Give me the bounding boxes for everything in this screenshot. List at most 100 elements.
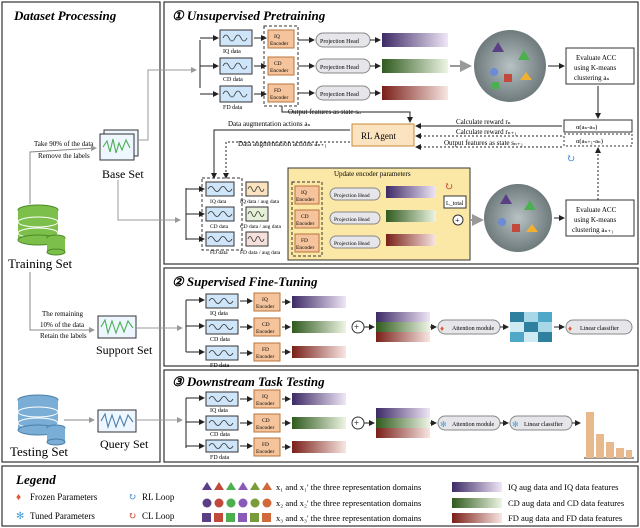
pt2-enc-iq-b: Encoder: [296, 197, 314, 203]
legend-iq-feat: IQ aug data and IQ data features: [508, 482, 618, 492]
legend-cl-loop: CL Loop: [142, 511, 175, 521]
legend-rl-loop: RL Loop: [142, 492, 175, 502]
ft-enc-cd-b: Encoder: [256, 329, 274, 335]
ft-iq-data: IQ data: [210, 311, 228, 317]
pt-state-next: Output features as state sₙ₊₁: [444, 139, 523, 147]
pt-alpha-2: α(aₙ₊₁-aₙ): [576, 138, 603, 145]
pt-aug-action-2: Data augmentation actions aₙ₊₁: [238, 140, 327, 148]
pt-proj-1: Projection Head: [320, 39, 359, 45]
testing-set-icon: [17, 394, 66, 446]
legend-frozen: Frozen Parameters: [30, 492, 98, 502]
pt-enc-fd-a: FD: [274, 88, 281, 94]
ft-linear: Linear classifier: [580, 325, 619, 332]
remaining-line2: 10% of the data: [40, 321, 85, 329]
query-set-icon: [97, 409, 137, 433]
ft-enc-fd-a: FD: [262, 347, 269, 353]
training-set-label: Training Set: [8, 256, 73, 271]
ft-enc-cd-a: CD: [262, 322, 270, 328]
loss-box: [443, 195, 467, 209]
pt2-proj-2: Projection Head: [334, 217, 370, 223]
base-set-icon: [99, 129, 139, 161]
rl-loop-icon: ↻: [566, 153, 575, 165]
pt2-iq-aug: IQ data / aug data: [240, 199, 280, 205]
test-enc-iq-a: IQ: [262, 394, 268, 400]
pt-alpha-box-2: [563, 133, 633, 147]
ft-attention-flame-icon: ♦: [440, 324, 444, 333]
pt-enc-iq-a: IQ: [274, 34, 280, 40]
ft-cd-data: CD data: [210, 337, 230, 343]
test-fd-data: FD data: [210, 455, 230, 461]
test-iq-data: IQ data: [210, 408, 228, 414]
pt2-proj-3: Projection Head: [334, 241, 370, 247]
pt-alpha-1: α(aₙ-aₙ): [576, 124, 597, 131]
pt2-cd-data: CD data: [210, 224, 229, 230]
pt-reward-1: Calculate reward rₙ: [456, 118, 511, 126]
finetune-title: ② Supervised Fine-Tuning: [172, 274, 318, 289]
ft-flow: IQ data CD data FD data IQ Encoder CD En…: [185, 292, 633, 369]
test-enc-fd-a: FD: [262, 442, 269, 448]
pt-enc-fd-b: Encoder: [270, 95, 288, 101]
svg-text:+: +: [354, 322, 359, 332]
ft-enc-iq-a: IQ: [262, 297, 268, 303]
test-enc-cd-a: CD: [262, 418, 270, 424]
pt-eval2-l3: clustering aₙ₊₁: [572, 226, 614, 234]
test-enc-iq-b: Encoder: [256, 401, 274, 407]
ft-fd-data: FD data: [210, 363, 230, 369]
pt-aug-action-1: Data augmentation actions aₙ: [228, 120, 311, 128]
test-enc-cd-b: Encoder: [256, 425, 274, 431]
rl-agent-box: [351, 123, 415, 147]
test-linear: Linear classifier: [524, 421, 563, 428]
pt2-proj-1: Projection Head: [334, 193, 370, 199]
dataset-processing-title: Dataset Processing: [13, 8, 117, 23]
test-linear-snow-icon: ✻: [512, 420, 519, 429]
pt2-enc-cd-b: Encoder: [296, 221, 314, 227]
pt-encoders: IQ Encoder CD Encoder FD Encoder: [254, 29, 295, 103]
pretrain-input-group: IQ data CD data FD data: [199, 29, 253, 111]
svg-text:+: +: [455, 216, 460, 225]
legend-fd-feat: FD aug data and FD data features: [508, 513, 622, 523]
pt2-fd-data: FD data: [210, 250, 228, 256]
legend-tuned: Tuned Parameters: [30, 511, 95, 521]
cl-loop-icon: ↻: [444, 181, 453, 193]
rl-loop-legend-icon: ↻: [128, 492, 136, 503]
pt-cluster-circle-2: [484, 184, 552, 252]
support-set-label: Support Set: [96, 343, 153, 357]
test-flow: IQ data CD data FD data IQ Encoder CD En…: [185, 389, 634, 461]
pt-reward-2: Calculate reward rₙ₊₁: [456, 128, 517, 136]
pt2-enc-fd-b: Encoder: [296, 245, 314, 251]
pt-eval1-l2: using K-means: [574, 64, 616, 72]
pt2-enc-fd-a: FD: [301, 238, 308, 244]
pt-cd-data: CD data: [223, 77, 243, 83]
pt2-enc-iq-a: IQ: [301, 190, 307, 196]
pt-projection-heads: Projection Head Projection Head Projecti…: [298, 32, 448, 101]
legend-title: Legend: [15, 472, 56, 487]
pt-enc-cd-a: CD: [274, 61, 282, 67]
pt-eval2-l1: Evaluate ACC: [576, 206, 617, 214]
pt-eval2-l2: using K-means: [574, 216, 616, 224]
training-set-icon: [17, 204, 66, 256]
pt-eval-box-2: [565, 199, 635, 237]
ft-enc-fd-b: Encoder: [256, 354, 274, 360]
query-set-label: Query Set: [100, 437, 149, 451]
ft-linear-flame-icon: ♦: [568, 324, 572, 333]
pt-proj-3: Projection Head: [320, 92, 359, 98]
pt-alpha-box-1: [563, 119, 633, 133]
result-bar-chart-icon: [584, 412, 634, 459]
remaining-line3: Retain the labels: [40, 332, 87, 340]
base-set-label: Base Set: [102, 167, 144, 181]
legend-x1: x₁ and x₁' the three representation doma…: [276, 482, 421, 492]
cl-loop-legend-icon: ↻: [128, 511, 136, 522]
frozen-flame-icon: ♦: [16, 492, 21, 503]
panel-legend: [1, 465, 639, 527]
legend-items: ♦ Frozen Parameters ✻ Tuned Parameters ↻…: [16, 482, 624, 523]
tuned-snow-icon: ✻: [16, 511, 24, 522]
pt-cluster-circle-1: [474, 30, 546, 102]
test-attention-snow-icon: ✻: [440, 420, 447, 429]
pt2-fd-aug: FD data / aug data: [240, 250, 281, 256]
pt-eval1-l3: clustering aₙ: [574, 74, 610, 82]
pt-eval-box-1: [565, 47, 635, 85]
pt-eval1-l1: Evaluate ACC: [576, 54, 617, 62]
loss-label: L_total: [446, 201, 464, 207]
pt2-cd-aug: CD data / aug data: [240, 224, 281, 230]
